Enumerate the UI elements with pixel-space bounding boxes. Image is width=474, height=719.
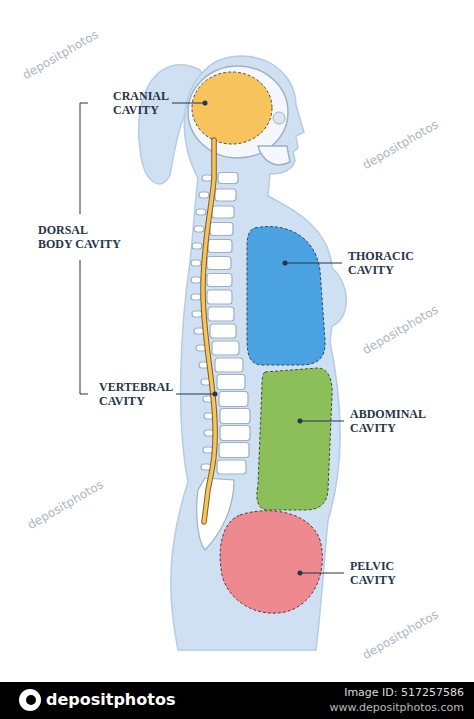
body-silhouette <box>171 56 346 650</box>
cavity-label: THORACIC CAVITY <box>348 249 416 277</box>
pelvic-cavity <box>220 511 322 613</box>
abdominal-cavity <box>257 368 332 510</box>
skull <box>188 66 288 158</box>
watermark: depositphotos <box>25 477 106 532</box>
leader-dots <box>203 101 303 576</box>
vertebral-column <box>191 173 250 551</box>
cavity-label: ABDOMINAL CAVITY <box>350 407 427 435</box>
brand-name: depositphotos <box>46 690 175 709</box>
watermark: depositphotos <box>360 117 441 172</box>
image-id: Image ID: 517257586 <box>344 686 464 699</box>
footer-bar <box>0 682 474 719</box>
spinal-cord-outline <box>203 140 215 522</box>
cavity-label: VERTEBRAL CAVITY <box>99 380 174 408</box>
brand-logo <box>19 689 41 711</box>
leader-lines <box>80 103 344 573</box>
cavity-label: PELVIC CAVITY <box>350 559 397 587</box>
watermark: depositphotos <box>360 607 441 662</box>
jaw <box>258 146 290 165</box>
eye-socket <box>273 112 285 124</box>
cavity-group-label: DORSAL BODY CAVITY <box>38 223 123 251</box>
cavity-label: CRANIAL CAVITY <box>113 89 170 117</box>
spinal-cord <box>203 140 215 522</box>
brand-logo-inner <box>26 695 36 705</box>
watermark: depositphotos <box>360 302 441 357</box>
thoracic-cavity <box>247 227 325 365</box>
website-url: www.depositphotos.com <box>330 701 465 714</box>
cranial-cavity <box>192 72 272 144</box>
watermark: depositphotos <box>20 27 101 82</box>
